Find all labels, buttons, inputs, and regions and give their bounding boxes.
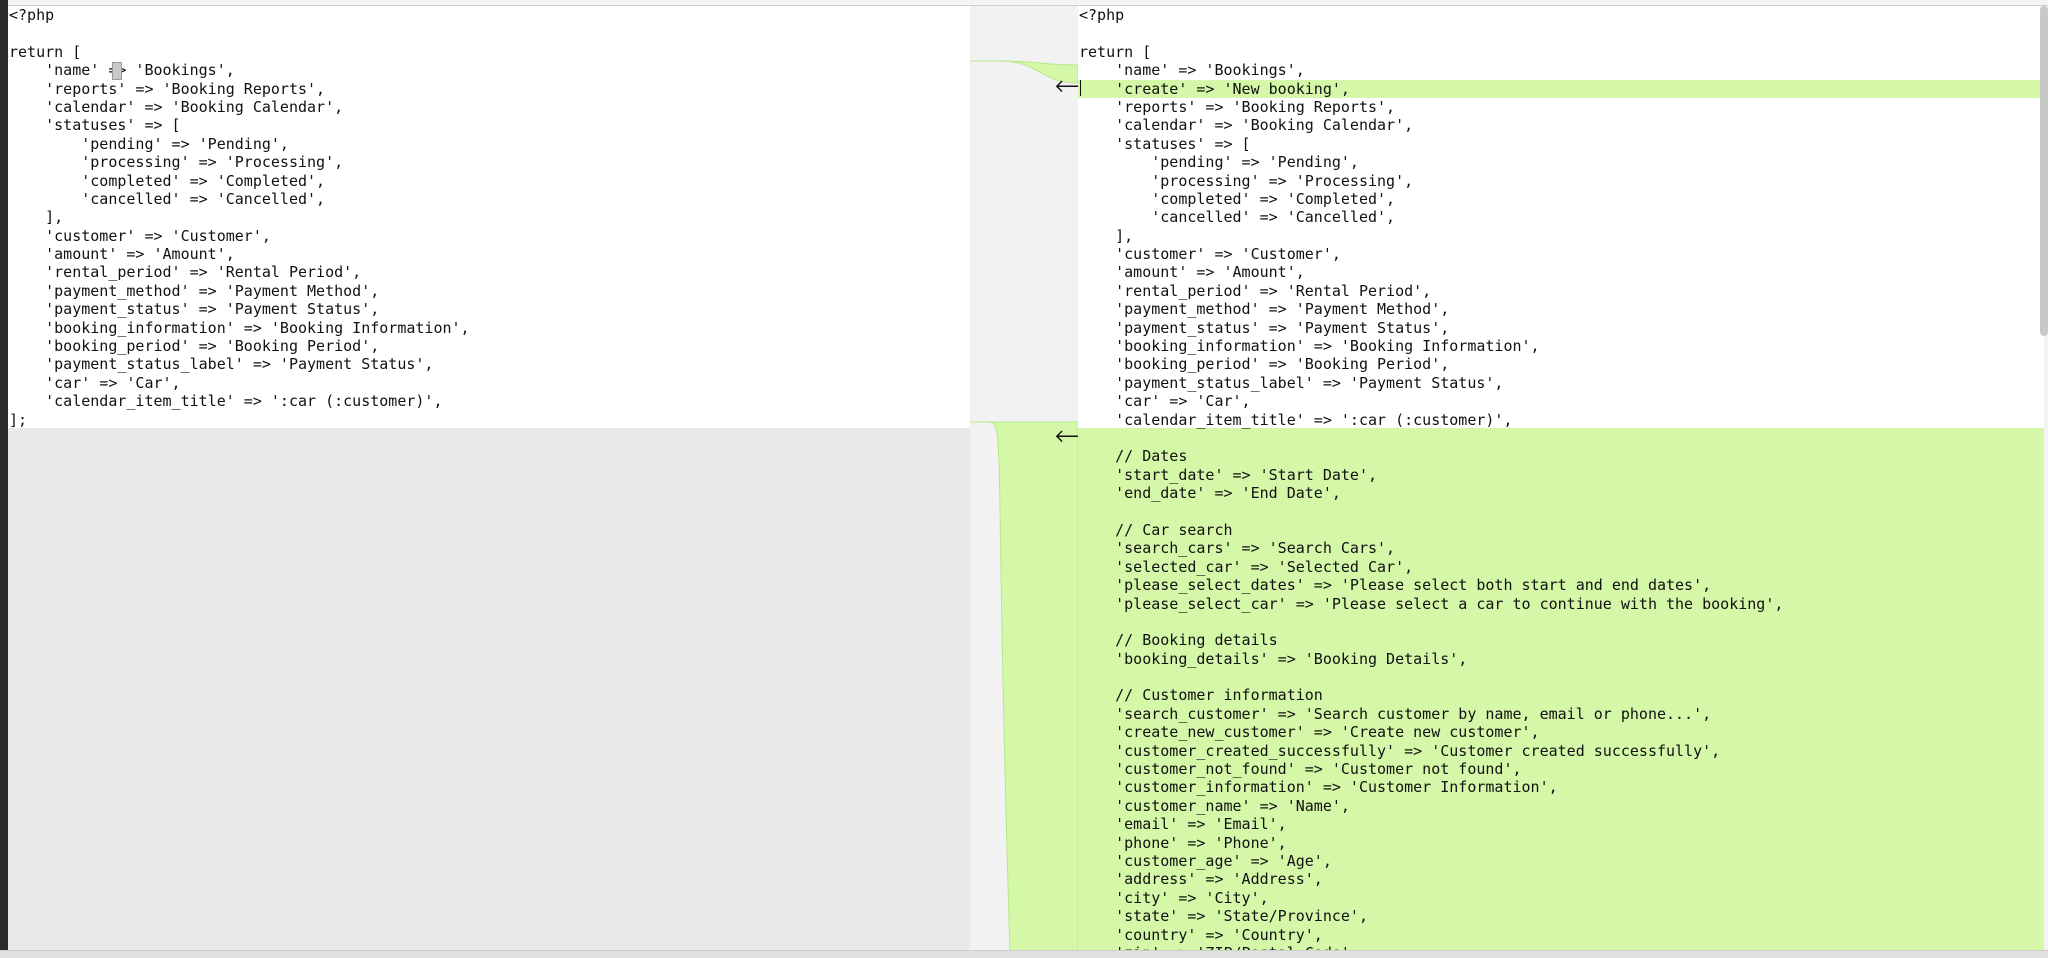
code-line-added[interactable]: 'booking_details' => 'Booking Details', <box>1078 649 2044 669</box>
top-divider <box>8 5 2048 6</box>
code-line[interactable] <box>8 24 970 42</box>
code-line[interactable]: 'rental_period' => 'Rental Period', <box>1079 281 1432 300</box>
code-line[interactable]: 'name' => 'Bookings', <box>45 61 235 80</box>
code-line-added[interactable]: 'end_date' => 'End Date', <box>1078 484 2044 503</box>
code-line[interactable]: 'statuses' => [ <box>9 116 181 135</box>
code-line-added[interactable] <box>1078 428 2044 448</box>
code-line-added[interactable]: 'zip' => 'ZIP/Postal Code', <box>1078 943 2044 954</box>
code-line-added[interactable] <box>1078 668 2044 687</box>
code-line-added[interactable]: 'search_cars' => 'Search Cars', <box>1078 539 2044 558</box>
code-line[interactable]: 'booking_information' => 'Booking Inform… <box>1079 337 1540 356</box>
code-line-added[interactable] <box>1078 502 2044 521</box>
vertical-scrollbar[interactable] <box>2040 6 2048 336</box>
code-line[interactable]: 'processing' => 'Processing', <box>1079 171 1414 190</box>
code-line[interactable]: 'payment_status_label' => 'Payment Statu… <box>1079 373 1504 392</box>
code-line-added[interactable]: // Customer information <box>1078 686 2044 705</box>
code-line-added[interactable]: // Booking details <box>1078 631 2044 650</box>
bottom-status-bar <box>0 950 2048 958</box>
code-line-added[interactable]: // Dates <box>1078 447 2044 466</box>
window-edge-strip <box>0 0 8 957</box>
code-line-added[interactable]: 'email' => 'Email', <box>1078 815 2044 834</box>
code-line[interactable]: 'payment_status' => 'Payment Status', <box>1079 318 1450 337</box>
code-line[interactable] <box>1078 24 2044 42</box>
diff-pane-left[interactable]: <?php return [ 'name' => 'Bookings', 'rep… <box>8 6 970 954</box>
code-line-added[interactable]: 'address' => 'Address', <box>1078 870 2044 889</box>
code-line[interactable]: ], <box>1079 226 1134 245</box>
code-line-added[interactable]: 'selected_car' => 'Selected Car', <box>1078 557 2044 577</box>
code-line-added[interactable]: 'create_new_customer' => 'Create new cus… <box>1078 723 2044 742</box>
code-line-added[interactable]: 'city' => 'City', <box>1078 888 2044 908</box>
text-cursor-box <box>112 62 122 80</box>
code-line[interactable]: 'booking_period' => 'Booking Period', <box>9 337 380 356</box>
code-line[interactable]: 'car' => 'Car', <box>9 373 181 392</box>
code-line-added[interactable]: 'customer_name' => 'Name', <box>1078 796 2044 816</box>
code-line[interactable]: 'payment_status' => 'Payment Status', <box>9 300 380 319</box>
diff-gutter <box>970 6 1078 954</box>
code-line-added[interactable]: 'customer_information' => 'Customer Info… <box>1078 778 2044 797</box>
code-line-added[interactable]: 'customer_age' => 'Age', <box>1078 851 2044 871</box>
code-line[interactable]: ], <box>9 208 64 227</box>
code-line[interactable]: 'customer' => 'Customer', <box>9 226 271 245</box>
code-line[interactable]: 'payment_method' => 'Payment Method', <box>1079 300 1450 319</box>
right-code-block[interactable]: <?php return [ 'name' => 'Bookings', 'cre… <box>1078 6 2044 954</box>
code-line[interactable]: 'cancelled' => 'Cancelled', <box>1079 208 1396 227</box>
code-line[interactable]: 'amount' => 'Amount', <box>9 245 235 264</box>
code-line[interactable]: ]; <box>9 410 28 429</box>
code-line-added[interactable]: 'please_select_car' => 'Please select a … <box>1078 594 2044 613</box>
code-line[interactable]: 'name' => 'Bookings', <box>1079 61 1305 80</box>
code-line[interactable]: 'pending' => 'Pending', <box>9 134 289 153</box>
code-line[interactable]: <?php <box>9 6 55 24</box>
code-line[interactable]: 'cancelled' => 'Cancelled', <box>9 189 326 208</box>
code-line[interactable]: 'reports' => 'Booking Reports', <box>9 79 326 98</box>
code-line[interactable]: 'car' => 'Car', <box>1079 392 1251 411</box>
code-line[interactable]: 'reports' => 'Booking Reports', <box>1079 97 1396 116</box>
code-line-added[interactable]: 'phone' => 'Phone', <box>1078 833 2044 852</box>
code-line-added[interactable]: // Car search <box>1078 520 2044 540</box>
code-line-added[interactable]: 'search_customer' => 'Search customer by… <box>1078 704 2044 724</box>
code-line[interactable]: 'processing' => 'Processing', <box>9 153 344 172</box>
code-line[interactable]: 'pending' => 'Pending', <box>1079 153 1359 172</box>
code-line-added[interactable]: 'please_select_dates' => 'Please select … <box>1078 576 2044 595</box>
diff-connector <box>970 60 1078 954</box>
left-code-block[interactable]: <?php return [ 'name' => 'Bookings', 'rep… <box>8 6 970 429</box>
code-line[interactable]: 'booking_information' => 'Booking Inform… <box>9 318 470 337</box>
code-line[interactable]: 'rental_period' => 'Rental Period', <box>9 263 362 282</box>
code-line[interactable]: 'calendar' => 'Booking Calendar', <box>9 97 344 116</box>
code-line[interactable]: 'calendar_item_title' => ':car (:custome… <box>1079 410 1513 429</box>
code-line[interactable]: <?php <box>1079 6 1125 24</box>
code-line[interactable]: 'payment_status_label' => 'Payment Statu… <box>9 355 434 374</box>
code-line[interactable]: 'payment_method' => 'Payment Method', <box>9 281 380 300</box>
code-line-added[interactable]: 'customer_created_successfully' => 'Cust… <box>1078 741 2044 761</box>
code-line-added[interactable]: 'country' => 'Country', <box>1078 925 2044 944</box>
code-line[interactable]: 'completed' => 'Completed', <box>9 171 326 190</box>
code-line[interactable]: return [ <box>9 42 82 61</box>
code-line[interactable]: 'completed' => 'Completed', <box>1079 189 1396 208</box>
code-line[interactable]: 'customer' => 'Customer', <box>1079 245 1341 264</box>
code-line-added[interactable] <box>1078 612 2044 632</box>
code-line[interactable]: 'amount' => 'Amount', <box>1079 263 1305 282</box>
code-line-added[interactable]: 'customer_not_found' => 'Customer not fo… <box>1078 760 2044 779</box>
code-line-added[interactable]: 'create' => 'New booking', <box>1078 79 2044 98</box>
code-line[interactable]: 'calendar_item_title' => ':car (:custome… <box>9 392 443 411</box>
code-line[interactable]: 'booking_period' => 'Booking Period', <box>1079 355 1450 374</box>
code-line[interactable]: 'statuses' => [ <box>1079 134 1251 153</box>
code-line-added[interactable]: 'start_date' => 'Start Date', <box>1078 465 2044 485</box>
code-line[interactable]: return [ <box>1079 42 1152 61</box>
code-line[interactable]: 'calendar' => 'Booking Calendar', <box>1079 116 1414 135</box>
code-line-added[interactable]: 'state' => 'State/Province', <box>1078 907 2044 926</box>
text-caret <box>1080 80 1081 96</box>
diff-pane-right[interactable]: <?php return [ 'name' => 'Bookings', 'cre… <box>1078 6 2044 954</box>
